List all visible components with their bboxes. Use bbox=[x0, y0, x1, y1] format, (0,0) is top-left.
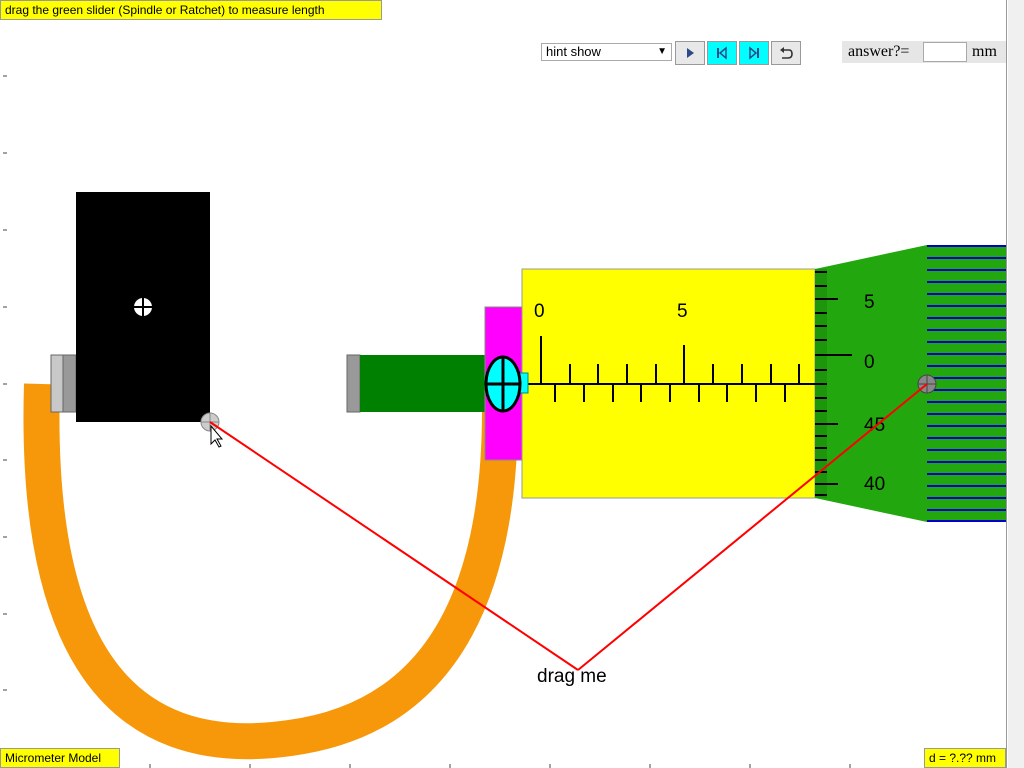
answer-panel: answer?= mm bbox=[842, 41, 1006, 63]
anvil-face bbox=[50, 354, 65, 413]
step-back-icon bbox=[717, 46, 727, 60]
lock-knob[interactable] bbox=[484, 355, 522, 413]
step-forward-icon bbox=[749, 46, 759, 60]
thimble-scale bbox=[815, 271, 852, 496]
answer-input[interactable] bbox=[923, 42, 967, 62]
drag-guide-lines bbox=[209, 383, 928, 671]
step-back-button[interactable] bbox=[707, 41, 737, 65]
play-button[interactable] bbox=[675, 41, 705, 65]
answer-label: answer?= bbox=[848, 43, 910, 60]
sleeve-label-0: 0 bbox=[534, 301, 545, 322]
thimble-label-40: 40 bbox=[864, 474, 885, 495]
mouse-cursor-icon bbox=[210, 424, 224, 448]
thimble-label-5: 5 bbox=[864, 292, 875, 313]
sleeve-scale bbox=[522, 336, 815, 402]
step-forward-button[interactable] bbox=[739, 41, 769, 65]
hint-select-value: hint show bbox=[546, 44, 601, 59]
bottom-ruler-ticks bbox=[149, 764, 851, 768]
spindle-face bbox=[346, 354, 361, 413]
hint-select[interactable]: hint show ▼ bbox=[541, 43, 672, 61]
instruction-banner: drag the green slider (Spindle or Ratche… bbox=[0, 0, 382, 20]
canvas-right-border bbox=[1006, 0, 1007, 768]
play-icon bbox=[687, 48, 694, 58]
dropdown-arrow-icon: ▼ bbox=[657, 46, 667, 57]
vertical-scrollbar[interactable] bbox=[1008, 0, 1024, 768]
ratchet-knurling bbox=[927, 245, 1006, 522]
micrometer-frame bbox=[23, 383, 518, 760]
thimble-label-0: 0 bbox=[864, 352, 875, 373]
ratchet[interactable] bbox=[927, 245, 1006, 522]
model-name-label: Micrometer Model bbox=[0, 748, 120, 768]
sleeve-label-5: 5 bbox=[677, 301, 688, 322]
answer-unit: mm bbox=[972, 43, 997, 60]
reset-icon bbox=[780, 47, 793, 59]
reset-button[interactable] bbox=[771, 41, 801, 65]
left-ruler-ticks bbox=[3, 75, 7, 691]
drag-me-label[interactable]: drag me bbox=[537, 666, 607, 687]
anvil-stud bbox=[62, 354, 77, 413]
distance-readout: d = ?.?? mm bbox=[924, 748, 1006, 768]
spindle[interactable] bbox=[360, 355, 486, 412]
object-center-handle[interactable] bbox=[134, 298, 152, 316]
